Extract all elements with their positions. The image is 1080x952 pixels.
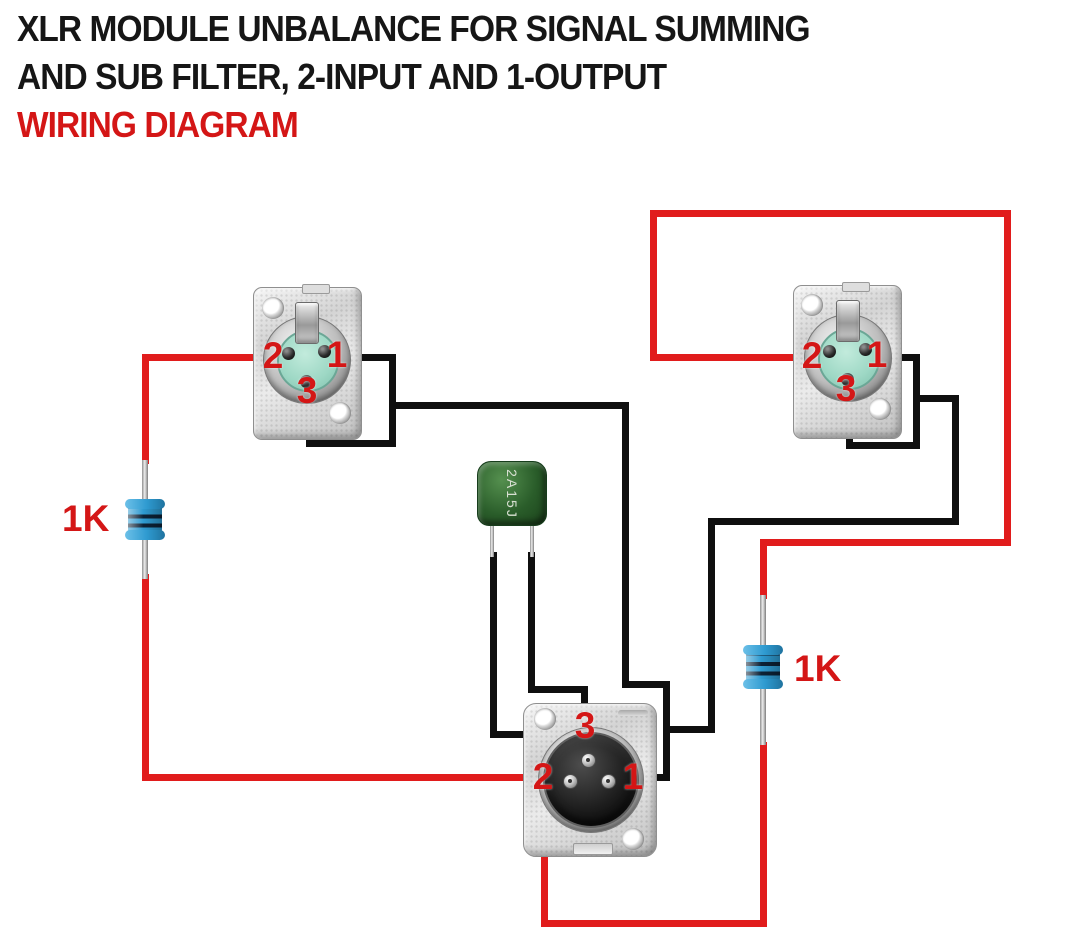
wire-black-right-ground-drop-lower [708, 518, 715, 733]
left-resistor-lead-bottom [142, 535, 148, 579]
capacitor-lead-left [490, 524, 494, 557]
right-female-xlr-screw-hole-bottom [869, 398, 891, 420]
wire-black-rightxlr-bridge-bottom [846, 442, 920, 449]
left-female-xlr-screw-hole-top [262, 297, 284, 319]
wire-black-leftxlr-bridge-bottom [306, 440, 396, 447]
right-resistor-body [743, 645, 783, 689]
right-female-xlr-socket-pin1 [859, 343, 872, 356]
wire-black-leftxlr-pin1-stub [345, 354, 395, 361]
capacitor-body: 2A15J [477, 461, 547, 526]
left-resistor-value-label: 1K [62, 498, 110, 539]
wire-red-far-right-drop [1004, 210, 1011, 546]
male-xlr-pin3 [581, 753, 596, 768]
title-line-2: AND SUB FILTER, 2-INPUT AND 1-OUTPUT [17, 56, 667, 97]
right-resistor-lead-top [760, 595, 766, 649]
title-line-3: WIRING DIAGRAM [17, 104, 299, 145]
right-resistor-lead-bottom [760, 685, 766, 745]
right-female-xlr-socket-pin2 [823, 345, 836, 358]
left-female-xlr-socket-pin2 [282, 347, 295, 360]
male-xlr-screw-hole-top [534, 708, 556, 730]
male-xlr-pin1 [601, 774, 616, 789]
wire-red-left-riser-above-resistor [142, 354, 149, 464]
wire-red-leftxlr-pin2-stub [142, 354, 274, 361]
left-female-xlr-pin2-label: 2 [262, 335, 284, 377]
title-line-1: XLR MODULE UNBALANCE FOR SIGNAL SUMMING [17, 8, 811, 49]
capacitor-marking-label: 2A15J [504, 468, 520, 519]
wire-black-right-ground-jog [663, 726, 715, 733]
wire-red-left-riser-below-resistor [142, 574, 149, 781]
male-xlr-pin3-label: 3 [574, 705, 596, 747]
male-xlr-top-slot [618, 710, 648, 716]
wire-red-rightresistor-feed [760, 541, 767, 599]
left-female-xlr-socket-pin3 [300, 375, 313, 388]
wire-black-capacitor-right-jog [528, 686, 588, 693]
wire-black-left-ground-drop [622, 402, 629, 688]
wire-black-right-ground-drop-upper [952, 395, 959, 525]
left-female-xlr-socket-pin1 [318, 345, 331, 358]
right-female-xlr-pin2-label: 2 [801, 335, 823, 377]
wire-red-rightresistor-lower [760, 742, 767, 927]
right-female-xlr-latch [836, 300, 860, 342]
wire-red-rightxlr-pin2-stub [650, 354, 812, 361]
wire-black-malexlr-pin1-stub [646, 774, 670, 781]
left-female-xlr-pin1-label: 1 [326, 334, 348, 376]
male-xlr-black-face [543, 732, 639, 828]
right-female-xlr-pin3-label: 3 [835, 368, 857, 410]
wire-black-capacitor-right-drop [528, 552, 535, 693]
left-female-xlr-latch [295, 302, 319, 344]
left-female-xlr-screw-hole-bottom [329, 402, 351, 424]
wire-red-bottom-cross [541, 920, 767, 927]
right-female-xlr-screw-hole-top [801, 294, 823, 316]
wire-red-top-cross [650, 210, 1011, 217]
wire-black-right-ground-branch [913, 395, 959, 402]
right-female-xlr-pin1-label: 1 [866, 334, 888, 376]
wire-black-capacitor-left-drop [490, 552, 497, 738]
right-female-xlr-socket-pin3 [841, 373, 854, 386]
male-xlr-pin2-label: 2 [532, 756, 554, 798]
left-female-xlr-top-tab [302, 284, 330, 294]
wire-red-malexlr-pin2-drop [541, 788, 548, 927]
left-female-xlr-pin3-label: 3 [296, 370, 318, 412]
wire-black-right-ground-cross [708, 518, 959, 525]
male-xlr-pin1-label: 1 [622, 756, 644, 798]
wire-black-leftxlr-bridge-vertical [389, 354, 396, 447]
left-resistor-body [125, 499, 165, 540]
wire-black-left-ground-branch [389, 402, 629, 409]
male-xlr-pin2 [563, 774, 578, 789]
wire-black-capacitor-left-jog [490, 731, 545, 738]
wire-red-rightxlr-riser [650, 210, 657, 358]
male-xlr-bottom-notch [573, 843, 613, 855]
male-xlr-screw-hole-bottom [622, 828, 644, 850]
right-female-xlr-top-tab [842, 282, 870, 292]
wire-red-left-bottom-run [142, 774, 542, 781]
wire-red-mid-cross [760, 539, 1011, 546]
right-resistor-value-label: 1K [794, 648, 842, 689]
capacitor-lead-right [530, 524, 534, 557]
left-resistor-lead-top [142, 460, 148, 504]
wire-black-left-ground-jog [622, 681, 670, 688]
